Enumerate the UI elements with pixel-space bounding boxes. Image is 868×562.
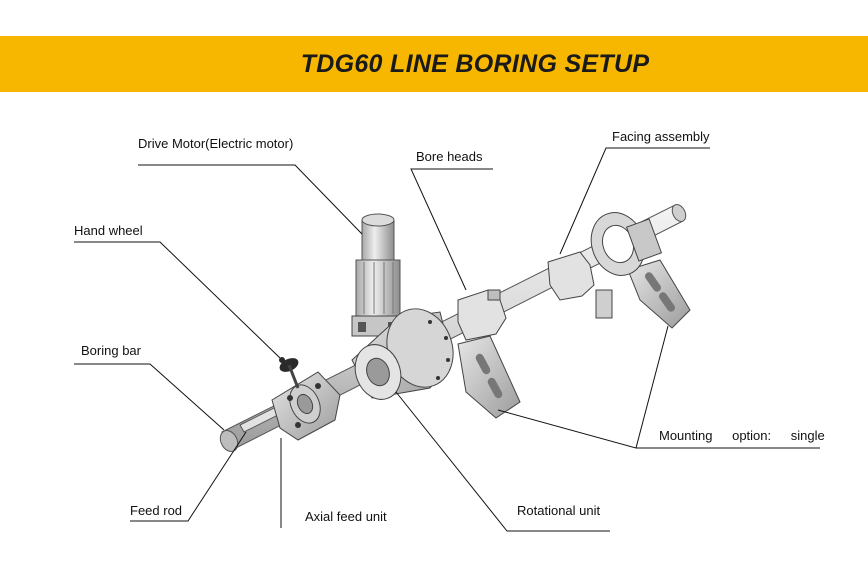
label-feed-rod: Feed rod [130, 503, 183, 518]
label-rotational-unit: Rotational unit [517, 503, 601, 518]
leader-hand-wheel [74, 241, 281, 359]
axial-feed-unit-shape [271, 371, 341, 441]
leader-boring-bar [74, 363, 225, 431]
rotational-unit-shape [351, 308, 454, 400]
leader-rotational-unit [395, 391, 610, 532]
hand-wheel-shape [279, 357, 300, 389]
leader-feed-rod [130, 431, 247, 522]
drive-motor-shape [351, 213, 405, 337]
label-drive-motor: Drive Motor(Electric motor) [138, 136, 294, 151]
facing-assembly-shape [590, 212, 663, 276]
mounting-plate-rear [627, 259, 691, 329]
label-mounting-option: Mounting option: single [659, 428, 825, 443]
leader-mounting-2 [635, 325, 669, 449]
bore-heads-shape [457, 251, 613, 341]
leader-facing-assembly [559, 147, 710, 255]
label-hand-wheel: Hand wheel [74, 223, 143, 238]
leader-lines [74, 147, 820, 532]
leader-bore-heads [410, 168, 493, 291]
leader-drive-motor [138, 164, 363, 235]
label-bore-heads: Bore heads [416, 149, 483, 164]
label-axial-feed-unit: Axial feed unit [305, 509, 387, 524]
title-banner: TDG60 LINE BORING SETUP [0, 36, 868, 92]
mounting-plate-front [457, 335, 521, 419]
page-title: TDG60 LINE BORING SETUP [300, 50, 650, 78]
label-facing-assembly: Facing assembly [612, 129, 710, 144]
label-boring-bar: Boring bar [81, 343, 141, 358]
